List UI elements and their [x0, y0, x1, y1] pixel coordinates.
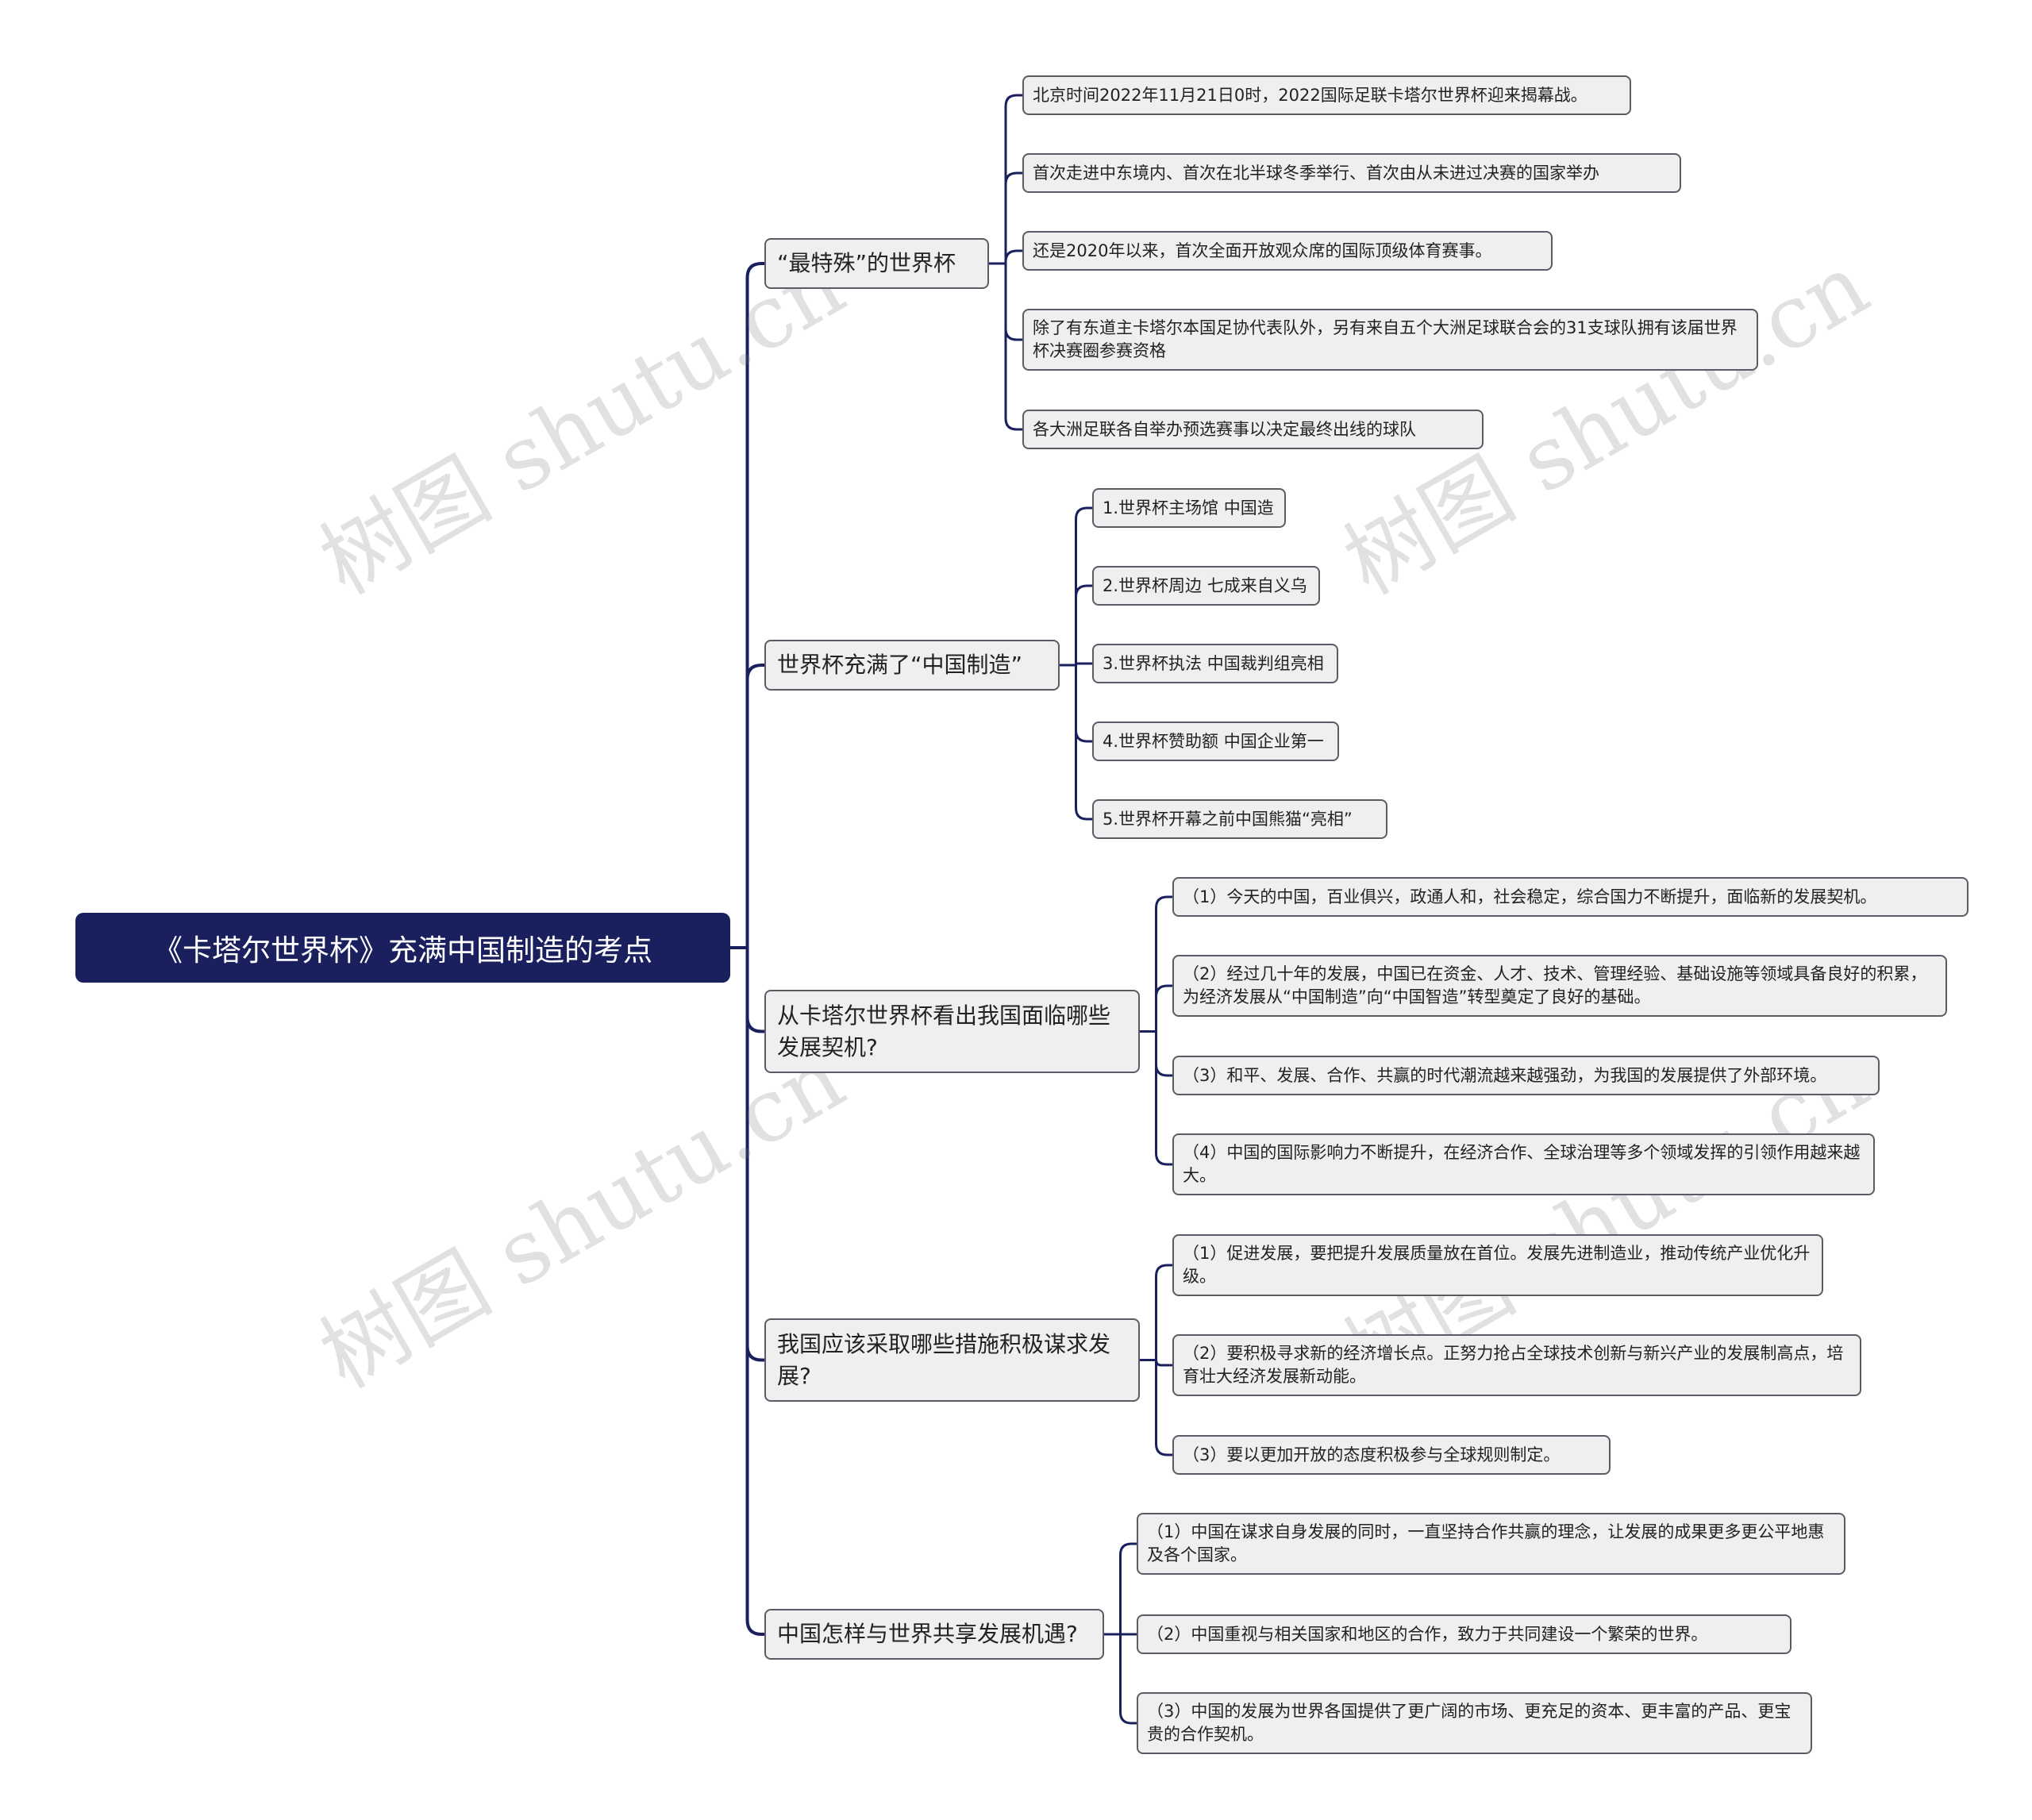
- leaf-topic[interactable]: 1.世界杯主场馆 中国造: [1092, 488, 1286, 528]
- connector-line: [1075, 584, 1094, 667]
- connector-line: [1155, 1359, 1174, 1367]
- connector-line: [1004, 262, 1024, 431]
- leaf-topic[interactable]: （3）和平、发展、合作、共赢的时代潮流越来越强劲，为我国的发展提供了外部环境。: [1172, 1056, 1880, 1095]
- connector-line: [745, 946, 766, 1033]
- branch-topic[interactable]: 我国应该采取哪些措施积极谋求发展?: [764, 1318, 1140, 1402]
- branch-topic[interactable]: 世界杯充满了“中国制造”: [764, 640, 1060, 691]
- leaf-topic[interactable]: （1）中国在谋求自身发展的同时，一直坚持合作共赢的理念，让发展的成果更多更公平地…: [1137, 1513, 1845, 1575]
- leaf-topic[interactable]: 北京时间2022年11月21日0时，2022国际足联卡塔尔世界杯迎来揭幕战。: [1022, 75, 1631, 115]
- connector-line: [1155, 1030, 1174, 1166]
- connector-line: [1155, 1359, 1174, 1456]
- leaf-topic[interactable]: （2）经过几十年的发展，中国已在资金、人才、技术、管理经验、基础设施等领域具备良…: [1172, 955, 1947, 1017]
- connector-line: [1075, 506, 1094, 667]
- leaf-topic[interactable]: （2）要积极寻求新的经济增长点。正努力抢占全球技术创新与新兴产业的发展制高点，培…: [1172, 1334, 1861, 1396]
- leaf-topic[interactable]: （4）中国的国际影响力不断提升，在经济合作、全球治理等多个领域发挥的引领作用越来…: [1172, 1133, 1875, 1195]
- leaf-topic[interactable]: 5.世界杯开幕之前中国熊猫“亮相”: [1092, 799, 1387, 839]
- connector-line: [1155, 1264, 1174, 1361]
- connector-line: [1155, 984, 1174, 1033]
- leaf-topic[interactable]: 各大洲足联各自举办预选赛事以决定最终出线的球队: [1022, 410, 1484, 449]
- leaf-topic[interactable]: 首次走进中东境内、首次在北半球冬季举行、首次由从未进过决赛的国家举办: [1022, 153, 1681, 193]
- connector-line: [745, 946, 766, 1636]
- leaf-topic[interactable]: 除了有东道主卡塔尔本国足协代表队外，另有来自五个大洲足球联合会的31支球队拥有该…: [1022, 309, 1758, 371]
- branch-topic[interactable]: “最特殊”的世界杯: [764, 238, 989, 289]
- connector-line: [1119, 1633, 1138, 1725]
- connector-line: [1155, 1030, 1174, 1077]
- connector-line: [1119, 1542, 1138, 1636]
- branch-topic[interactable]: 从卡塔尔世界杯看出我国面临哪些发展契机?: [764, 990, 1140, 1073]
- branch-topic[interactable]: 中国怎样与世界共享发展机遇?: [764, 1609, 1104, 1660]
- leaf-topic[interactable]: 4.世界杯赞助额 中国企业第一: [1092, 721, 1339, 761]
- connector-line: [1075, 664, 1094, 743]
- connector-line: [1075, 662, 1094, 667]
- leaf-topic[interactable]: （3）要以更加开放的态度积极参与全球规则制定。: [1172, 1435, 1611, 1475]
- leaf-topic[interactable]: 2.世界杯周边 七成来自义乌: [1092, 566, 1320, 606]
- leaf-topic[interactable]: （3）中国的发展为世界各国提供了更广阔的市场、更充足的资本、更丰富的产品、更宝贵…: [1137, 1692, 1812, 1754]
- connector-line: [745, 664, 766, 949]
- connector-line: [745, 946, 766, 1362]
- connector-line: [1004, 249, 1024, 265]
- leaf-topic[interactable]: 3.世界杯执法 中国裁判组亮相: [1092, 644, 1338, 683]
- root-topic[interactable]: 《卡塔尔世界杯》充满中国制造的考点: [75, 913, 730, 983]
- connector-line: [1155, 895, 1174, 1033]
- leaf-topic[interactable]: （1）促进发展，要把提升发展质量放在首位。发展先进制造业，推动传统产业优化升级。: [1172, 1234, 1823, 1296]
- connector-line: [1075, 664, 1094, 821]
- connector-line: [1004, 171, 1024, 265]
- connector-line: [1004, 262, 1024, 341]
- connector-line: [1004, 94, 1024, 265]
- connector-line: [745, 262, 766, 949]
- leaf-topic[interactable]: 还是2020年以来，首次全面开放观众席的国际顶级体育赛事。: [1022, 231, 1553, 271]
- leaf-topic[interactable]: （1）今天的中国，百业俱兴，政通人和，社会稳定，综合国力不断提升，面临新的发展契…: [1172, 877, 1968, 917]
- leaf-topic[interactable]: （2）中国重视与相关国家和地区的合作，致力于共同建设一个繁荣的世界。: [1137, 1614, 1791, 1654]
